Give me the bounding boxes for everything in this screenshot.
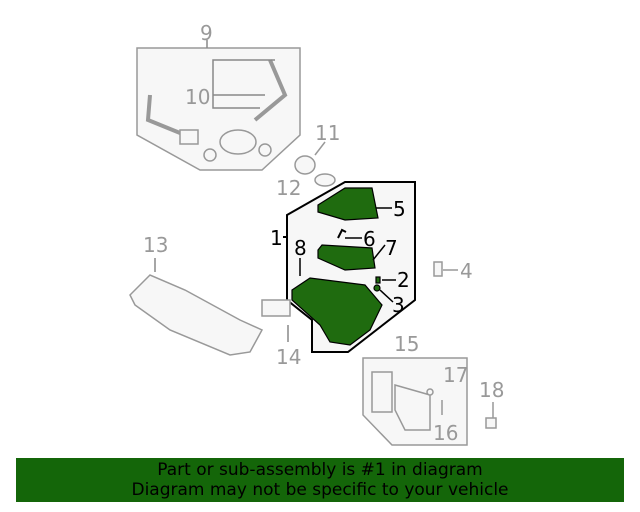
callout-12: 12 <box>276 176 301 200</box>
callout-10: 10 <box>185 85 210 109</box>
callout-5: 5 <box>393 197 406 221</box>
info-banner: Part or sub-assembly is #1 in diagram Di… <box>16 458 624 502</box>
callout-13: 13 <box>143 233 168 257</box>
leader-lines-main <box>299 207 396 303</box>
bolt-18 <box>485 402 497 429</box>
callout-17: 17 <box>443 363 468 387</box>
part-6 <box>337 228 347 239</box>
callout-2: 2 <box>397 268 410 292</box>
clip-4 <box>433 261 458 277</box>
bracket-14 <box>261 299 291 317</box>
green-parts <box>291 187 383 346</box>
leader-lines-9-10 <box>206 40 275 109</box>
banner-line-1: Part or sub-assembly is #1 in diagram <box>157 460 483 480</box>
air-filter-7 <box>317 244 376 271</box>
callout-8: 8 <box>294 236 307 260</box>
callout-11: 11 <box>315 121 340 145</box>
hose-group-9 <box>136 47 301 171</box>
banner-line-2: Diagram may not be specific to your vehi… <box>131 480 509 500</box>
air-cleaner-cover-5 <box>317 187 379 221</box>
resonator-parts <box>371 371 443 431</box>
air-cleaner-housing-8 <box>291 277 383 346</box>
callout-14: 14 <box>276 345 301 369</box>
callout-16: 16 <box>433 421 458 445</box>
callout-18: 18 <box>479 378 504 402</box>
callout-9: 9 <box>200 21 213 45</box>
callout-7: 7 <box>385 236 398 260</box>
callout-1: 1 <box>270 226 283 250</box>
splash-shield-13 <box>129 274 264 356</box>
callout-4: 4 <box>460 259 473 283</box>
sensor-11 <box>294 141 336 187</box>
callout-3: 3 <box>392 293 405 317</box>
callout-15: 15 <box>394 332 419 356</box>
part-2 <box>375 276 381 284</box>
callout-6: 6 <box>363 227 376 251</box>
part-3 <box>373 284 381 292</box>
